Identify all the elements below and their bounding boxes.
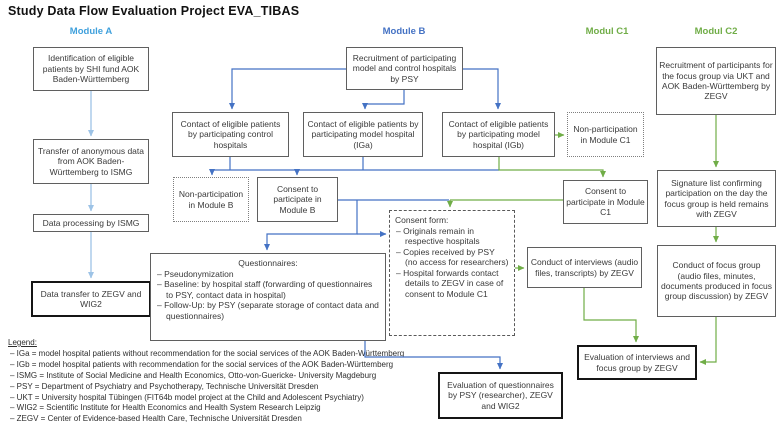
node-label: Contact of eligible patients by particip… — [307, 118, 419, 150]
node-label: Transfer of anonymous data from AOK Bade… — [38, 145, 144, 177]
consent-form-item: – Copies received by PSY (no access for … — [396, 246, 509, 268]
questionnaires-item: – Pseudonymization — [157, 268, 234, 279]
node-consent-module-c1: Consent to participate in Module C1 — [563, 180, 648, 224]
legend-item: – PSY = Department of Psychiatry and Psy… — [10, 381, 319, 391]
consent-form-title: Consent form: — [395, 215, 449, 225]
legend-title: Legend: — [8, 338, 37, 347]
node-evaluation-questionnaires: Evaluation of questionnaires by PSY (res… — [438, 372, 563, 419]
node-label: Contact of eligible patients by particip… — [180, 118, 281, 150]
legend-item: – ZEGV = Center of Evidence-based Health… — [10, 414, 302, 424]
node-label: Data transfer to ZEGV and WIG2 — [40, 288, 142, 309]
node-label: Evaluation of questionnaires by PSY (res… — [447, 379, 554, 411]
node-data-processing-ismg: Data processing by ISMG — [33, 214, 149, 232]
consent-form-item: – Originals remain in respective hospita… — [396, 225, 480, 247]
node-conduct-focus-group: Conduct of focus group (audio files, min… — [657, 245, 776, 317]
node-evaluation-interviews-focus-group: Evaluation of interviews and focus group… — [577, 345, 697, 380]
legend-item: – IGb = model hospital patients with rec… — [10, 359, 394, 369]
node-label: Non-participation in Module B — [178, 189, 244, 210]
node-consent-form: Consent form: – Originals remain in resp… — [389, 210, 515, 336]
node-non-participation-module-c1: Non-participation in Module C1 — [567, 112, 644, 157]
node-identify-eligible-patients: Identification of eligible patients by S… — [33, 47, 149, 91]
diagram-title: Study Data Flow Evaluation Project EVA_T… — [8, 4, 300, 18]
node-label: Consent to participate in Module B — [273, 183, 322, 215]
legend: Legend: – IGa = model hospital patients … — [8, 338, 444, 425]
node-recruitment-hospitals: Recruitment of participating model and c… — [346, 47, 463, 90]
legend-item: – IGa = model hospital patients without … — [10, 348, 405, 358]
node-label: Evaluation of interviews and focus group… — [584, 352, 690, 373]
node-data-transfer-zegv-wig2: Data transfer to ZEGV and WIG2 — [31, 281, 151, 317]
node-contact-model-hospital-iga: Contact of eligible patients by particip… — [303, 112, 423, 157]
legend-item: – WIG2 = Scientific Institute for Health… — [10, 403, 321, 413]
node-label: Non-participation in Module C1 — [573, 124, 638, 145]
node-label: Data processing by ISMG — [42, 217, 140, 228]
consent-form-item: – Hospital forwards contact details to Z… — [396, 267, 504, 299]
node-conduct-interviews: Conduct of interviews (audio files, tran… — [527, 247, 642, 288]
module-c2-header: Modul C2 — [694, 26, 738, 37]
questionnaires-item: – Baseline: by hospital staff (forwardin… — [157, 279, 373, 300]
node-questionnaires: Questionnaires: – Pseudonymization – Bas… — [150, 253, 386, 341]
legend-item: – UKT = University hospital Tübingen (FI… — [10, 392, 364, 402]
node-label: Conduct of focus group (audio files, min… — [660, 260, 773, 302]
node-label: Consent to participate in Module C1 — [566, 186, 645, 218]
node-label: Conduct of interviews (audio files, tran… — [530, 257, 639, 278]
questionnaires-item: – Follow-Up: by PSY (separate storage of… — [157, 300, 379, 321]
module-b-header: Module B — [382, 26, 426, 37]
node-signature-list: Signature list confirming participation … — [657, 170, 776, 227]
node-contact-model-hospital-igb: Contact of eligible patients by particip… — [442, 112, 555, 157]
legend-item: – ISMG = Institute of Social Medicine an… — [10, 370, 377, 380]
questionnaires-title: Questionnaires: — [238, 258, 298, 268]
node-contact-control-hospitals: Contact of eligible patients by particip… — [172, 112, 289, 157]
module-c1-header: Modul C1 — [585, 26, 629, 37]
node-recruitment-focus-group: Recruitment of participants for the focu… — [656, 47, 776, 115]
node-transfer-anonymous-data: Transfer of anonymous data from AOK Bade… — [33, 139, 149, 184]
node-label: Recruitment of participating model and c… — [352, 52, 457, 84]
node-label: Identification of eligible patients by S… — [42, 53, 140, 85]
module-a-header: Module A — [69, 26, 113, 37]
node-consent-module-b: Consent to participate in Module B — [257, 177, 338, 222]
node-label: Signature list confirming participation … — [664, 177, 769, 219]
node-label: Contact of eligible patients by particip… — [448, 118, 549, 150]
node-label: Recruitment of participants for the focu… — [659, 60, 773, 102]
node-non-participation-module-b: Non-participation in Module B — [173, 177, 249, 222]
